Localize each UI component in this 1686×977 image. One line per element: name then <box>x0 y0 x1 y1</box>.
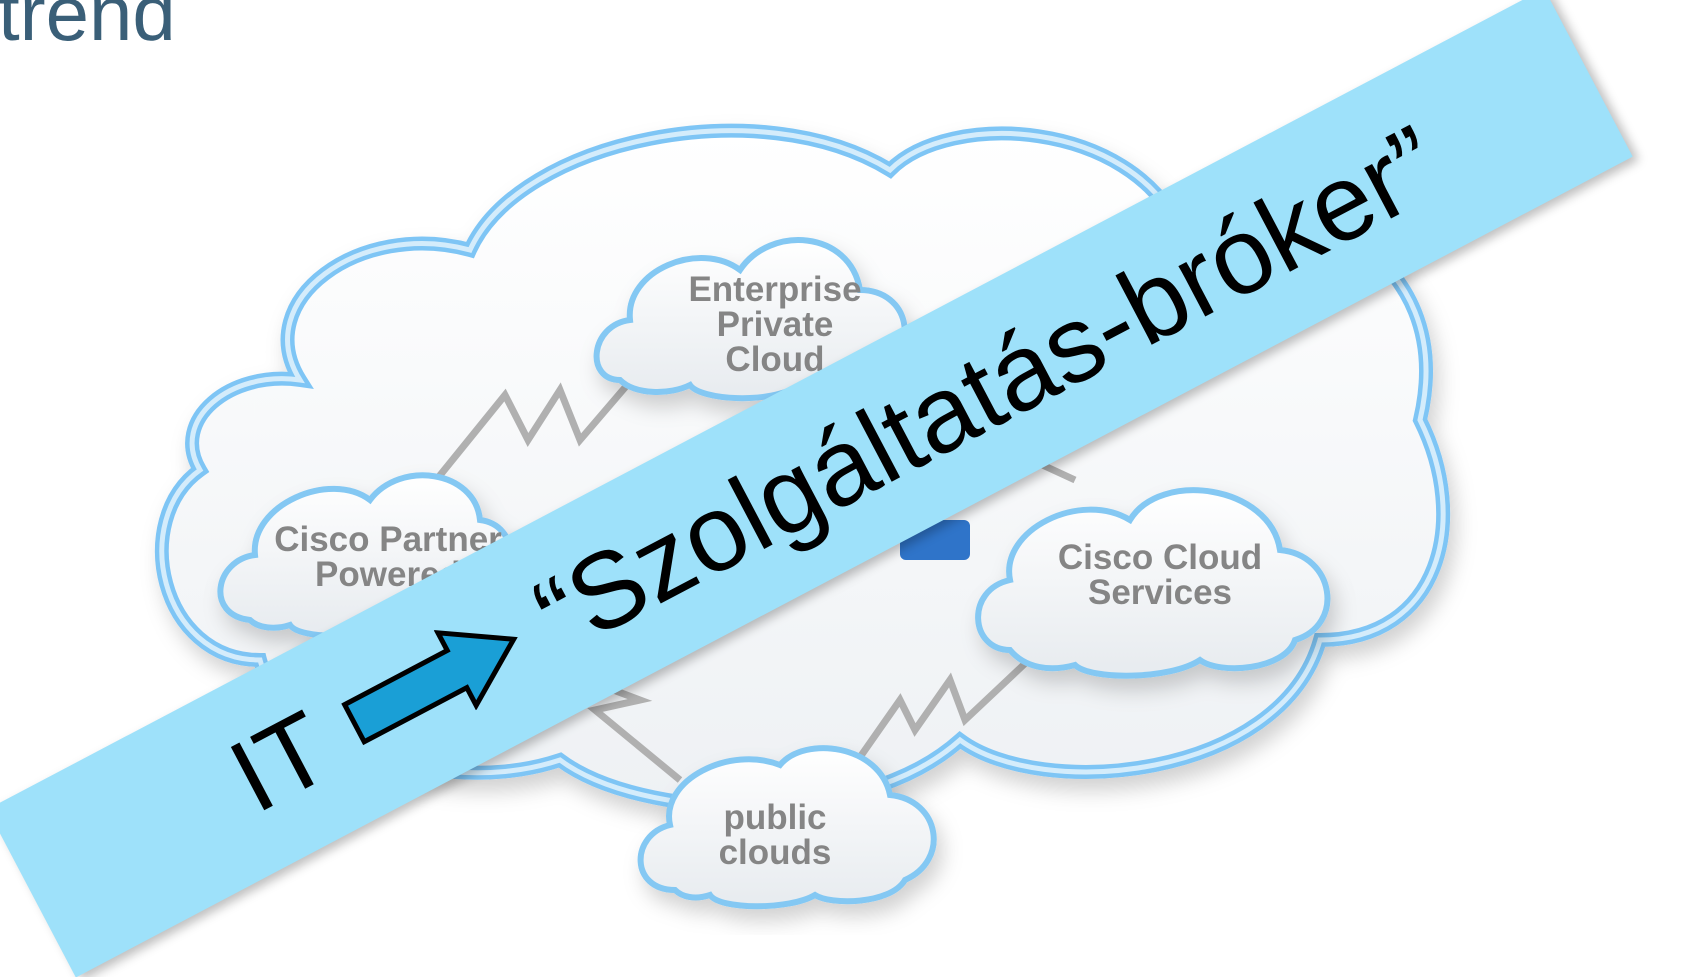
cisco-cloud-services-cloud <box>975 487 1331 679</box>
public-clouds-cloud <box>637 745 937 910</box>
banner-it-text: IT <box>212 689 349 836</box>
slide-title: trend <box>0 0 176 57</box>
cisco-cloud-services-cloud-label: Cisco Cloud Services <box>1057 538 1263 612</box>
public-clouds-cloud-label: public clouds <box>718 798 832 872</box>
it-broker-banner: IT “Szolgáltatás-bróker” <box>0 0 1633 977</box>
right-arrow-icon <box>341 629 519 745</box>
enterprise-cloud-label: Enterprise Private Cloud <box>688 270 862 379</box>
connector-public-services <box>827 637 1053 803</box>
enterprise-cloud <box>593 237 908 402</box>
connector-enterprise-partner <box>417 367 643 503</box>
